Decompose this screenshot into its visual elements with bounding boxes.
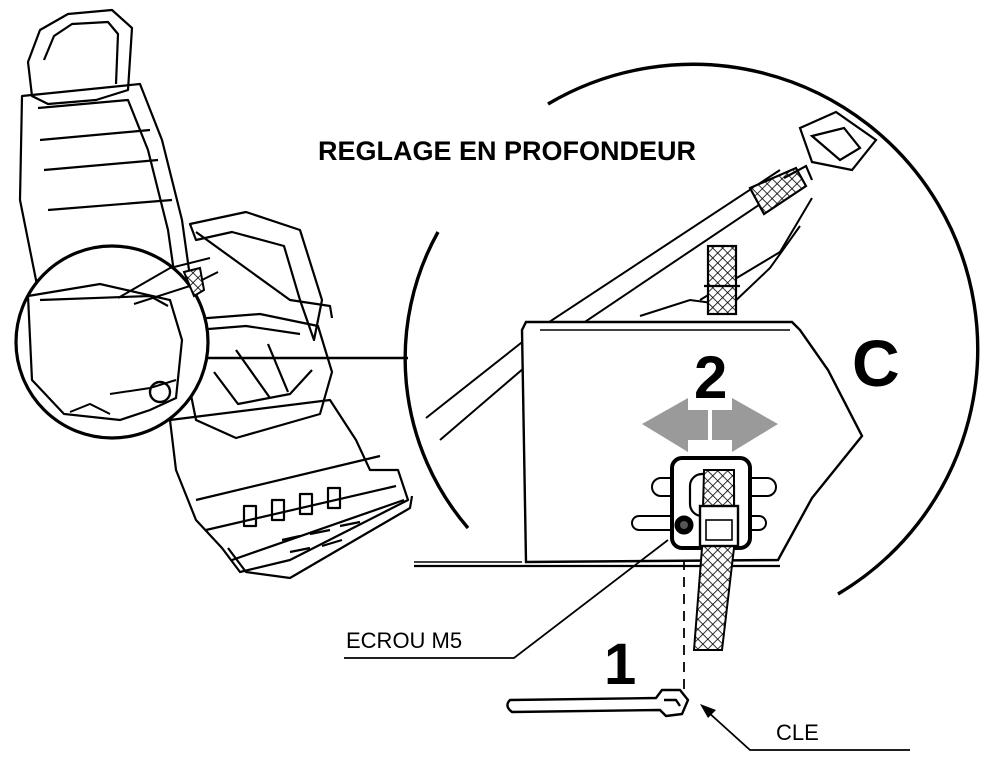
detail-circle-arc-left [403,231,470,530]
detail-letter: C [852,326,900,400]
seat-base [168,398,410,574]
diagram-title: REGLAGE EN PROFONDEUR [318,136,696,166]
wrench-icon [506,688,690,718]
magnifier-circle [14,244,219,440]
seat-armrest [188,210,324,342]
step-1-number: 1 [604,632,636,697]
bracket-plate [520,320,864,564]
wrench-label: CLE [776,720,819,745]
step-2-number: 2 [694,344,727,411]
double-arrow-icon [642,398,778,452]
seat-illustration [18,8,414,580]
nut-label: ECROU M5 [346,628,462,653]
detail-circle-arc-right [547,62,980,596]
detail-view [403,62,980,694]
nut-leader-line [344,539,669,659]
wrench-pointer-arrow [700,704,910,751]
seat-headrest [26,8,134,106]
